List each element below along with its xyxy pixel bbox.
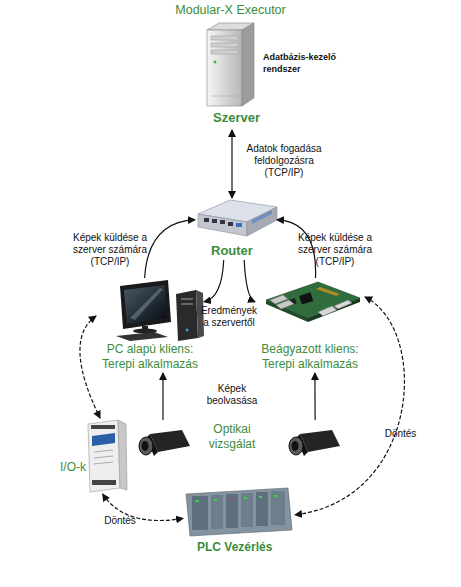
connector-arrow bbox=[295, 297, 404, 515]
pc-illustration bbox=[116, 280, 204, 341]
optical-inspection-node: Optikai vizsgálat bbox=[128, 420, 344, 465]
connector-arrow bbox=[204, 260, 224, 302]
node-label: PLC Vezérlés bbox=[197, 540, 297, 554]
connector-arrow bbox=[314, 373, 315, 420]
io-node: I/O-k bbox=[52, 418, 130, 494]
connector-arrow bbox=[231, 130, 232, 198]
edge-label: Képek küldése a szerver számára (TCP/IP) bbox=[60, 232, 160, 268]
edge-label: Eredmények a szervertől bbox=[200, 305, 258, 329]
node-label: Optikai vizsgálat bbox=[194, 422, 270, 451]
pc-client-node: PC alapú kliens: Terepi alkalmazás bbox=[96, 278, 204, 373]
node-label: Adatbázis-kezelő rendszer bbox=[263, 52, 348, 75]
node-label: Beágyazott kliens: Terepi alkalmazás bbox=[255, 342, 365, 371]
router-illustration bbox=[198, 200, 277, 236]
camera-illustration bbox=[139, 430, 190, 456]
edge-label: Képek küldése a szerver számára (TCP/IP) bbox=[285, 232, 385, 268]
server-illustration bbox=[207, 23, 254, 106]
router-node: Router bbox=[195, 198, 277, 260]
connector-arrow bbox=[162, 373, 163, 420]
plc-illustration bbox=[186, 488, 292, 536]
node-label: I/O-k bbox=[52, 460, 86, 474]
camera-illustration bbox=[289, 430, 340, 456]
diagram-title: Modular-X Executor bbox=[0, 3, 461, 17]
edge-label: Döntés bbox=[378, 428, 423, 440]
node-label: Router bbox=[211, 243, 271, 258]
connector-arrow bbox=[145, 220, 195, 278]
edge-label: Adatok fogadása feldolgozásra (TCP/IP) bbox=[245, 143, 323, 179]
node-label: PC alapú kliens: Terepi alkalmazás bbox=[96, 342, 204, 371]
plc-node: PLC Vezérlés bbox=[183, 486, 295, 558]
io-module-illustration bbox=[88, 420, 127, 492]
edge-label: Képek beolvasása bbox=[202, 383, 262, 407]
connector-arrow bbox=[244, 260, 255, 302]
server-node: Adatbázis-kezelő rendszerSzerver bbox=[195, 22, 348, 130]
node-label: Szerver bbox=[213, 110, 273, 125]
embedded-client-node: Beágyazott kliens: Terepi alkalmazás bbox=[255, 278, 365, 373]
connector-arrow bbox=[80, 316, 100, 418]
edge-label: Döntés bbox=[100, 515, 140, 527]
embedded-board-illustration bbox=[266, 282, 360, 322]
